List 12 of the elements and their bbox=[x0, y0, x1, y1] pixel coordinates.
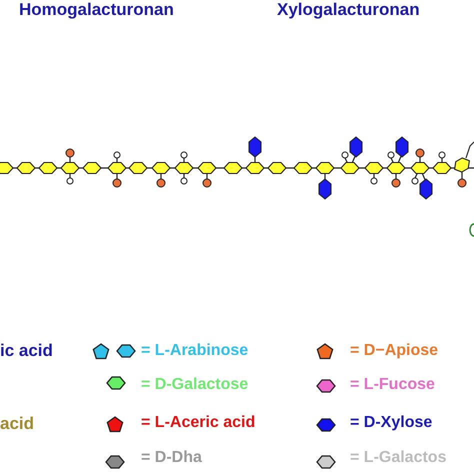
legend-text: acid bbox=[0, 414, 34, 434]
section-title: Homogalacturonan bbox=[19, 0, 174, 20]
legend-text: = D-Dha bbox=[141, 449, 202, 467]
legend-text: = L-Arabinose bbox=[141, 342, 248, 360]
legend-text: ic acid bbox=[0, 341, 53, 361]
section-title: Xylogalacturonan bbox=[277, 0, 420, 20]
legend-text: = D-Galactose bbox=[141, 376, 248, 394]
legend-text: = L-Galactos bbox=[350, 449, 446, 467]
legend-text: = D−Apiose bbox=[350, 342, 438, 360]
legend-text: = L-Aceric acid bbox=[141, 414, 256, 432]
legend-text: = L-Fucose bbox=[350, 376, 435, 394]
legend-text: = D-Xylose bbox=[350, 414, 432, 432]
